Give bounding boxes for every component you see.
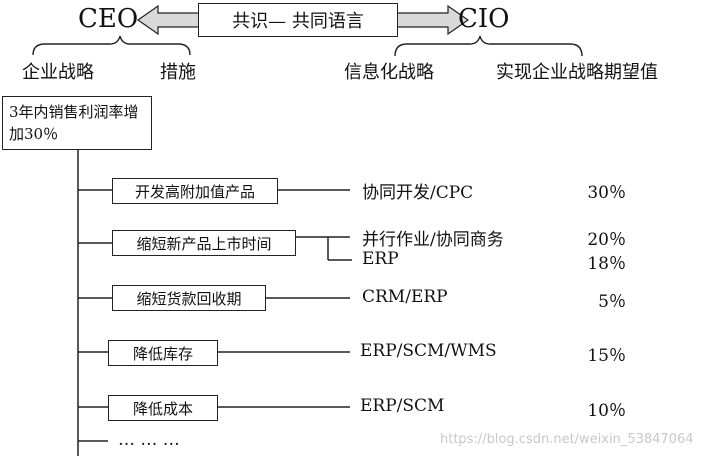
technology-label: 并行作业/协同商务	[362, 230, 504, 250]
percentage-value: 20％	[587, 230, 626, 250]
watermark: https://blog.csdn.net/weixin_53847064	[440, 432, 694, 447]
percentage-value: 15％	[587, 346, 626, 366]
measure-label: 开发高附加值产品	[134, 182, 255, 201]
consensus-text: 共识— 共同语言	[232, 11, 364, 32]
it-strategy-label: 信息化战略	[344, 62, 434, 83]
expected-value-label: 实现企业战略期望值	[496, 62, 658, 83]
measure-label: 缩短新产品上市时间	[136, 234, 272, 253]
technology-label: ERP	[362, 249, 399, 269]
percentage-value: 10％	[587, 401, 626, 421]
measure-box: 降低成本	[108, 395, 218, 421]
technology-label: 协同开发/CPC	[362, 183, 474, 203]
measure-label: 降低成本	[132, 399, 193, 418]
measure-box: 缩短新产品上市时间	[112, 230, 296, 256]
technology-label: ERP/SCM/WMS	[360, 341, 497, 361]
technology-label: ERP/SCM	[360, 396, 445, 416]
measure-box: 缩短货款回收期	[112, 285, 266, 311]
measure-label: 缩短货款回收期	[136, 289, 242, 308]
technology-label: CRM/ERP	[362, 287, 448, 307]
measures-label: 措施	[160, 62, 196, 83]
measure-label: 降低库存	[132, 344, 193, 363]
cio-label: CIO	[458, 4, 510, 34]
enterprise-strategy-label: 企业战略	[22, 62, 94, 83]
measure-box: 开发高附加值产品	[112, 178, 278, 204]
ceo-brace	[32, 35, 191, 56]
consensus-box: 共识— 共同语言	[198, 3, 398, 37]
percentage-value: 30％	[587, 183, 626, 203]
measure-box: 降低库存	[108, 340, 218, 366]
goal-box: 3年内销售利润率增加30％	[2, 96, 152, 150]
ceo-label: CEO	[78, 4, 139, 34]
percentage-value: 5％	[598, 292, 626, 312]
goal-text: 3年内销售利润率增加30％	[9, 103, 139, 143]
ellipsis: … … …	[118, 430, 180, 450]
percentage-value: 18％	[587, 254, 626, 274]
cio-brace	[394, 35, 583, 57]
